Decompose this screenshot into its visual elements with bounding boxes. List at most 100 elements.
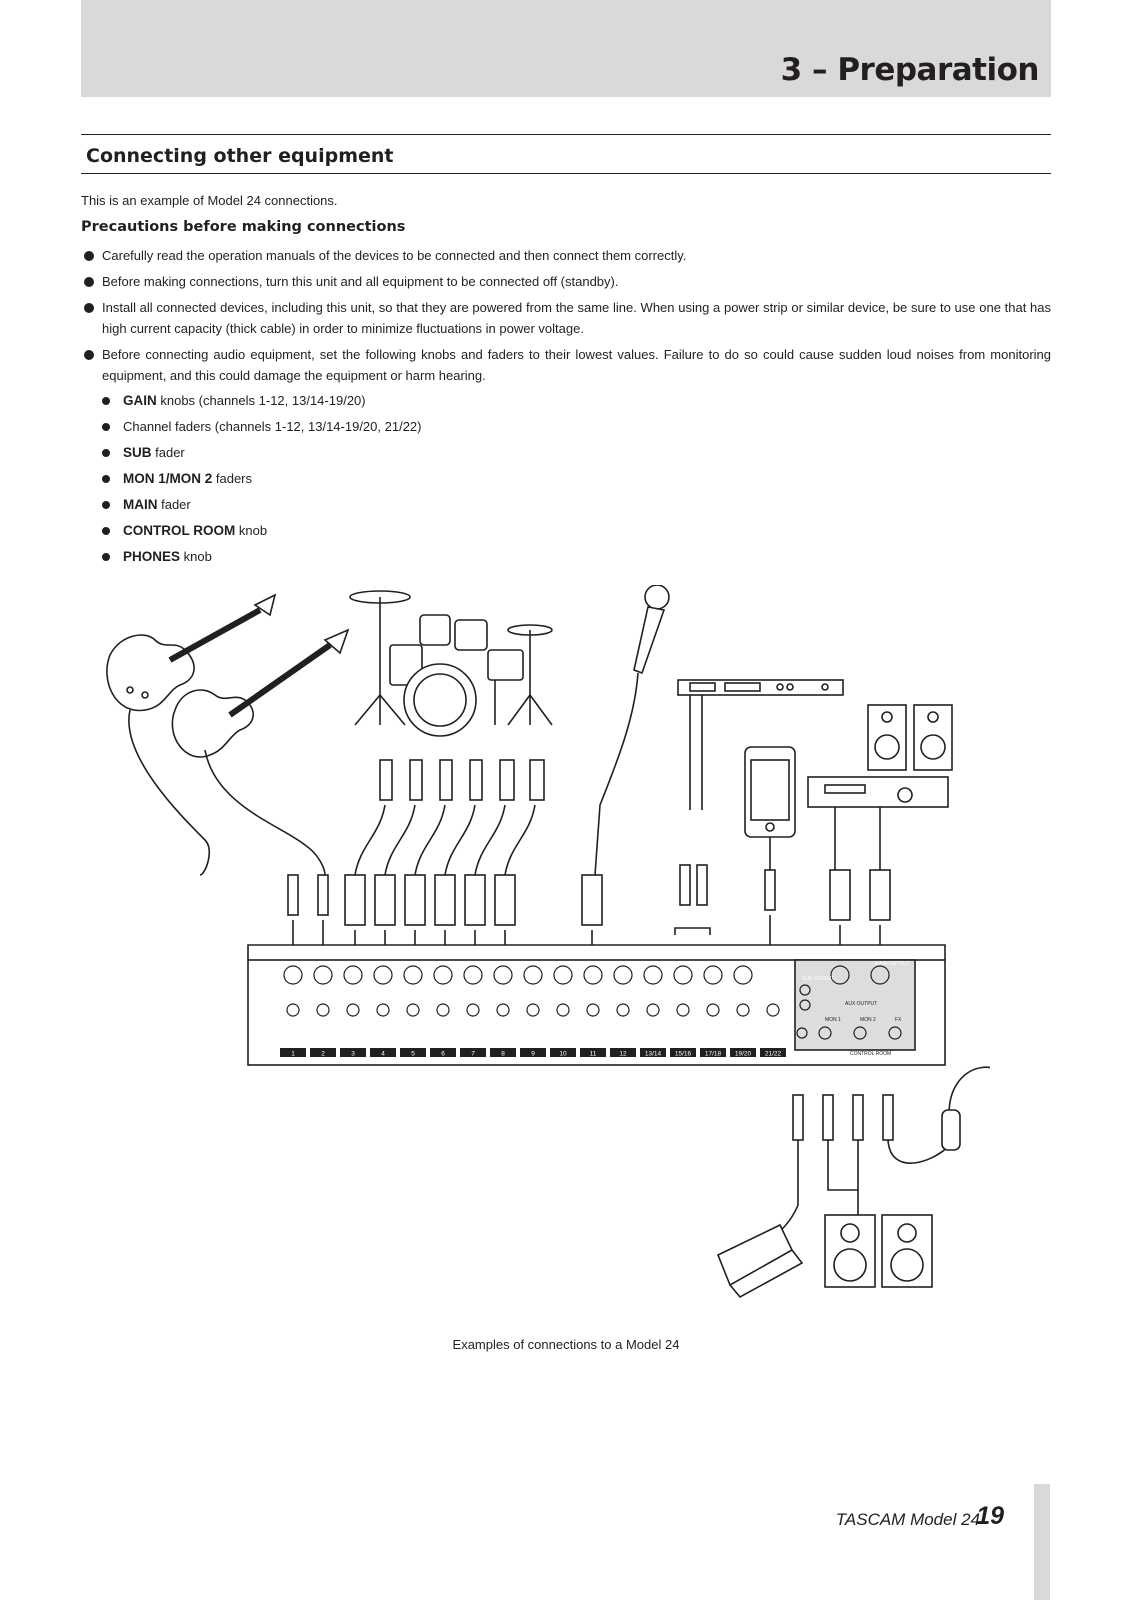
xlr-input-jack xyxy=(373,965,393,985)
bullet-icon xyxy=(84,303,94,313)
sub-output-label: SUB OUTPUT xyxy=(802,976,834,982)
smartphone-icon xyxy=(744,746,796,875)
control-room-label: CONTROL ROOM xyxy=(850,1051,891,1057)
channel-label-box xyxy=(460,1048,486,1057)
channel-label-box xyxy=(760,1048,786,1057)
bullet-icon xyxy=(84,277,94,287)
sub-bullet-text: fader xyxy=(151,445,185,460)
xlr-input-jack xyxy=(553,965,573,985)
line-input-jack xyxy=(436,1003,450,1017)
channel-label-box xyxy=(370,1048,396,1057)
chapter-title: 3 – Preparation xyxy=(780,52,1040,88)
bullet-icon xyxy=(84,350,94,360)
control-keyword: GAIN xyxy=(123,393,157,408)
xlr-input-jack xyxy=(463,965,483,985)
channel-number-label: 12 xyxy=(619,1051,627,1058)
channel-number-label: 15/16 xyxy=(675,1051,692,1058)
xlr-input-jack xyxy=(613,965,633,985)
sub-bullet-item: SUB fader xyxy=(101,442,701,468)
sub-bullet-text: knob xyxy=(235,523,268,538)
xlr-input-jack xyxy=(703,965,723,985)
bullet-icon xyxy=(102,423,110,431)
output-jack xyxy=(796,1027,808,1039)
xlr-input-jack xyxy=(523,965,543,985)
xlr-input-jack xyxy=(433,965,453,985)
xlr-input-jack xyxy=(313,965,333,985)
bullet-item: Carefully read the operation manuals of … xyxy=(81,245,1051,266)
xlr-input-jack xyxy=(643,965,663,985)
knob-fader-list: GAIN knobs (channels 1-12, 13/14-19/20) … xyxy=(101,390,701,572)
channel-number-label: 13/14 xyxy=(645,1051,662,1058)
aux-output-label: AUX OUTPUT xyxy=(845,1001,877,1007)
sub-bullet-item: Channel faders (channels 1-12, 13/14-19/… xyxy=(101,416,701,442)
xlr-input-jack xyxy=(733,965,753,985)
line-input-jack xyxy=(766,1003,780,1017)
xlr-input-jack xyxy=(673,965,693,985)
studio-monitor-icon xyxy=(867,704,953,771)
channel-number-label: 4 xyxy=(381,1051,385,1058)
output-jack xyxy=(870,965,890,985)
drum-kit-icon xyxy=(349,590,553,737)
bullet-icon xyxy=(102,553,110,561)
channel-number-label: 6 xyxy=(441,1051,445,1058)
channel-number-label: 17/18 xyxy=(705,1051,722,1058)
channel-label-box xyxy=(280,1048,306,1057)
channel-label-box xyxy=(400,1048,426,1057)
bullet-item: Before making connections, turn this uni… xyxy=(81,271,1051,292)
channel-label-box xyxy=(670,1048,696,1057)
output-jack xyxy=(853,1026,867,1040)
channel-number-label: 5 xyxy=(411,1051,415,1058)
connection-diagram: 12345678910111213/1415/1617/1819/2021/22… xyxy=(106,585,990,1299)
line-input-jack xyxy=(496,1003,510,1017)
sub-bullet-item: CONTROL ROOM knob xyxy=(101,520,701,546)
channel-label-box xyxy=(640,1048,666,1057)
line-input-jack xyxy=(586,1003,600,1017)
sub-bullet-item: MON 1/MON 2 faders xyxy=(101,468,701,494)
xlr-input-jack xyxy=(583,965,603,985)
mixer-rear-panel xyxy=(247,944,946,1066)
control-keyword: PHONES xyxy=(123,549,181,564)
page-number: 19 xyxy=(976,1502,1004,1530)
figure-caption: Examples of connections to a Model 24 xyxy=(452,1337,680,1352)
effects-processor-icon xyxy=(677,679,844,810)
footswitch-icon xyxy=(716,1223,804,1299)
sub-bullet-text: knob xyxy=(180,549,212,564)
channel-label-box xyxy=(610,1048,636,1057)
monitor-speakers-icon xyxy=(824,1190,933,1288)
bullet-icon xyxy=(102,475,110,483)
sub-bullet-text: Channel faders (channels 1-12, 13/14-19/… xyxy=(123,419,422,434)
line-input-jack xyxy=(706,1003,720,1017)
line-input-jack xyxy=(616,1003,630,1017)
mon1-label: MON 1 xyxy=(825,1017,841,1023)
bullet-text: Carefully read the operation manuals of … xyxy=(102,248,687,263)
line-input-jack xyxy=(376,1003,390,1017)
bullet-text: Install all connected devices, including… xyxy=(102,300,1051,336)
sub-bullet-text: knobs (channels 1-12, 13/14-19/20) xyxy=(156,393,366,408)
bass-guitar-icon xyxy=(171,628,350,758)
line-input-jack xyxy=(466,1003,480,1017)
channel-number-label: 1 xyxy=(291,1051,295,1058)
channel-number-label: 11 xyxy=(590,1051,597,1058)
xlr-input-jack xyxy=(493,965,513,985)
line-input-jack xyxy=(526,1003,540,1017)
section-title: Connecting other equipment xyxy=(86,145,394,167)
output-jack xyxy=(830,965,850,985)
line-input-jack xyxy=(286,1003,300,1017)
control-keyword: CONTROL ROOM xyxy=(123,523,236,538)
xlr-input-jack xyxy=(403,965,423,985)
line-input-jack xyxy=(316,1003,330,1017)
bullet-item: Before connecting audio equipment, set t… xyxy=(81,344,1051,386)
output-jack xyxy=(888,1026,902,1040)
line-input-jack xyxy=(736,1003,750,1017)
output-jack xyxy=(799,984,811,996)
output-jack xyxy=(799,999,811,1011)
bullet-item: Install all connected devices, including… xyxy=(81,297,1051,339)
sub-bullet-item: PHONES knob xyxy=(101,546,701,572)
sub-bullet-item: GAIN knobs (channels 1-12, 13/14-19/20) xyxy=(101,390,701,416)
line-input-jack xyxy=(676,1003,690,1017)
bullet-icon xyxy=(102,501,110,509)
precautions-heading: Precautions before making connections xyxy=(81,219,406,235)
channel-number-label: 3 xyxy=(351,1051,355,1058)
control-keyword: MON 1/MON 2 xyxy=(123,471,213,486)
bullet-text: Before making connections, turn this uni… xyxy=(102,274,619,289)
